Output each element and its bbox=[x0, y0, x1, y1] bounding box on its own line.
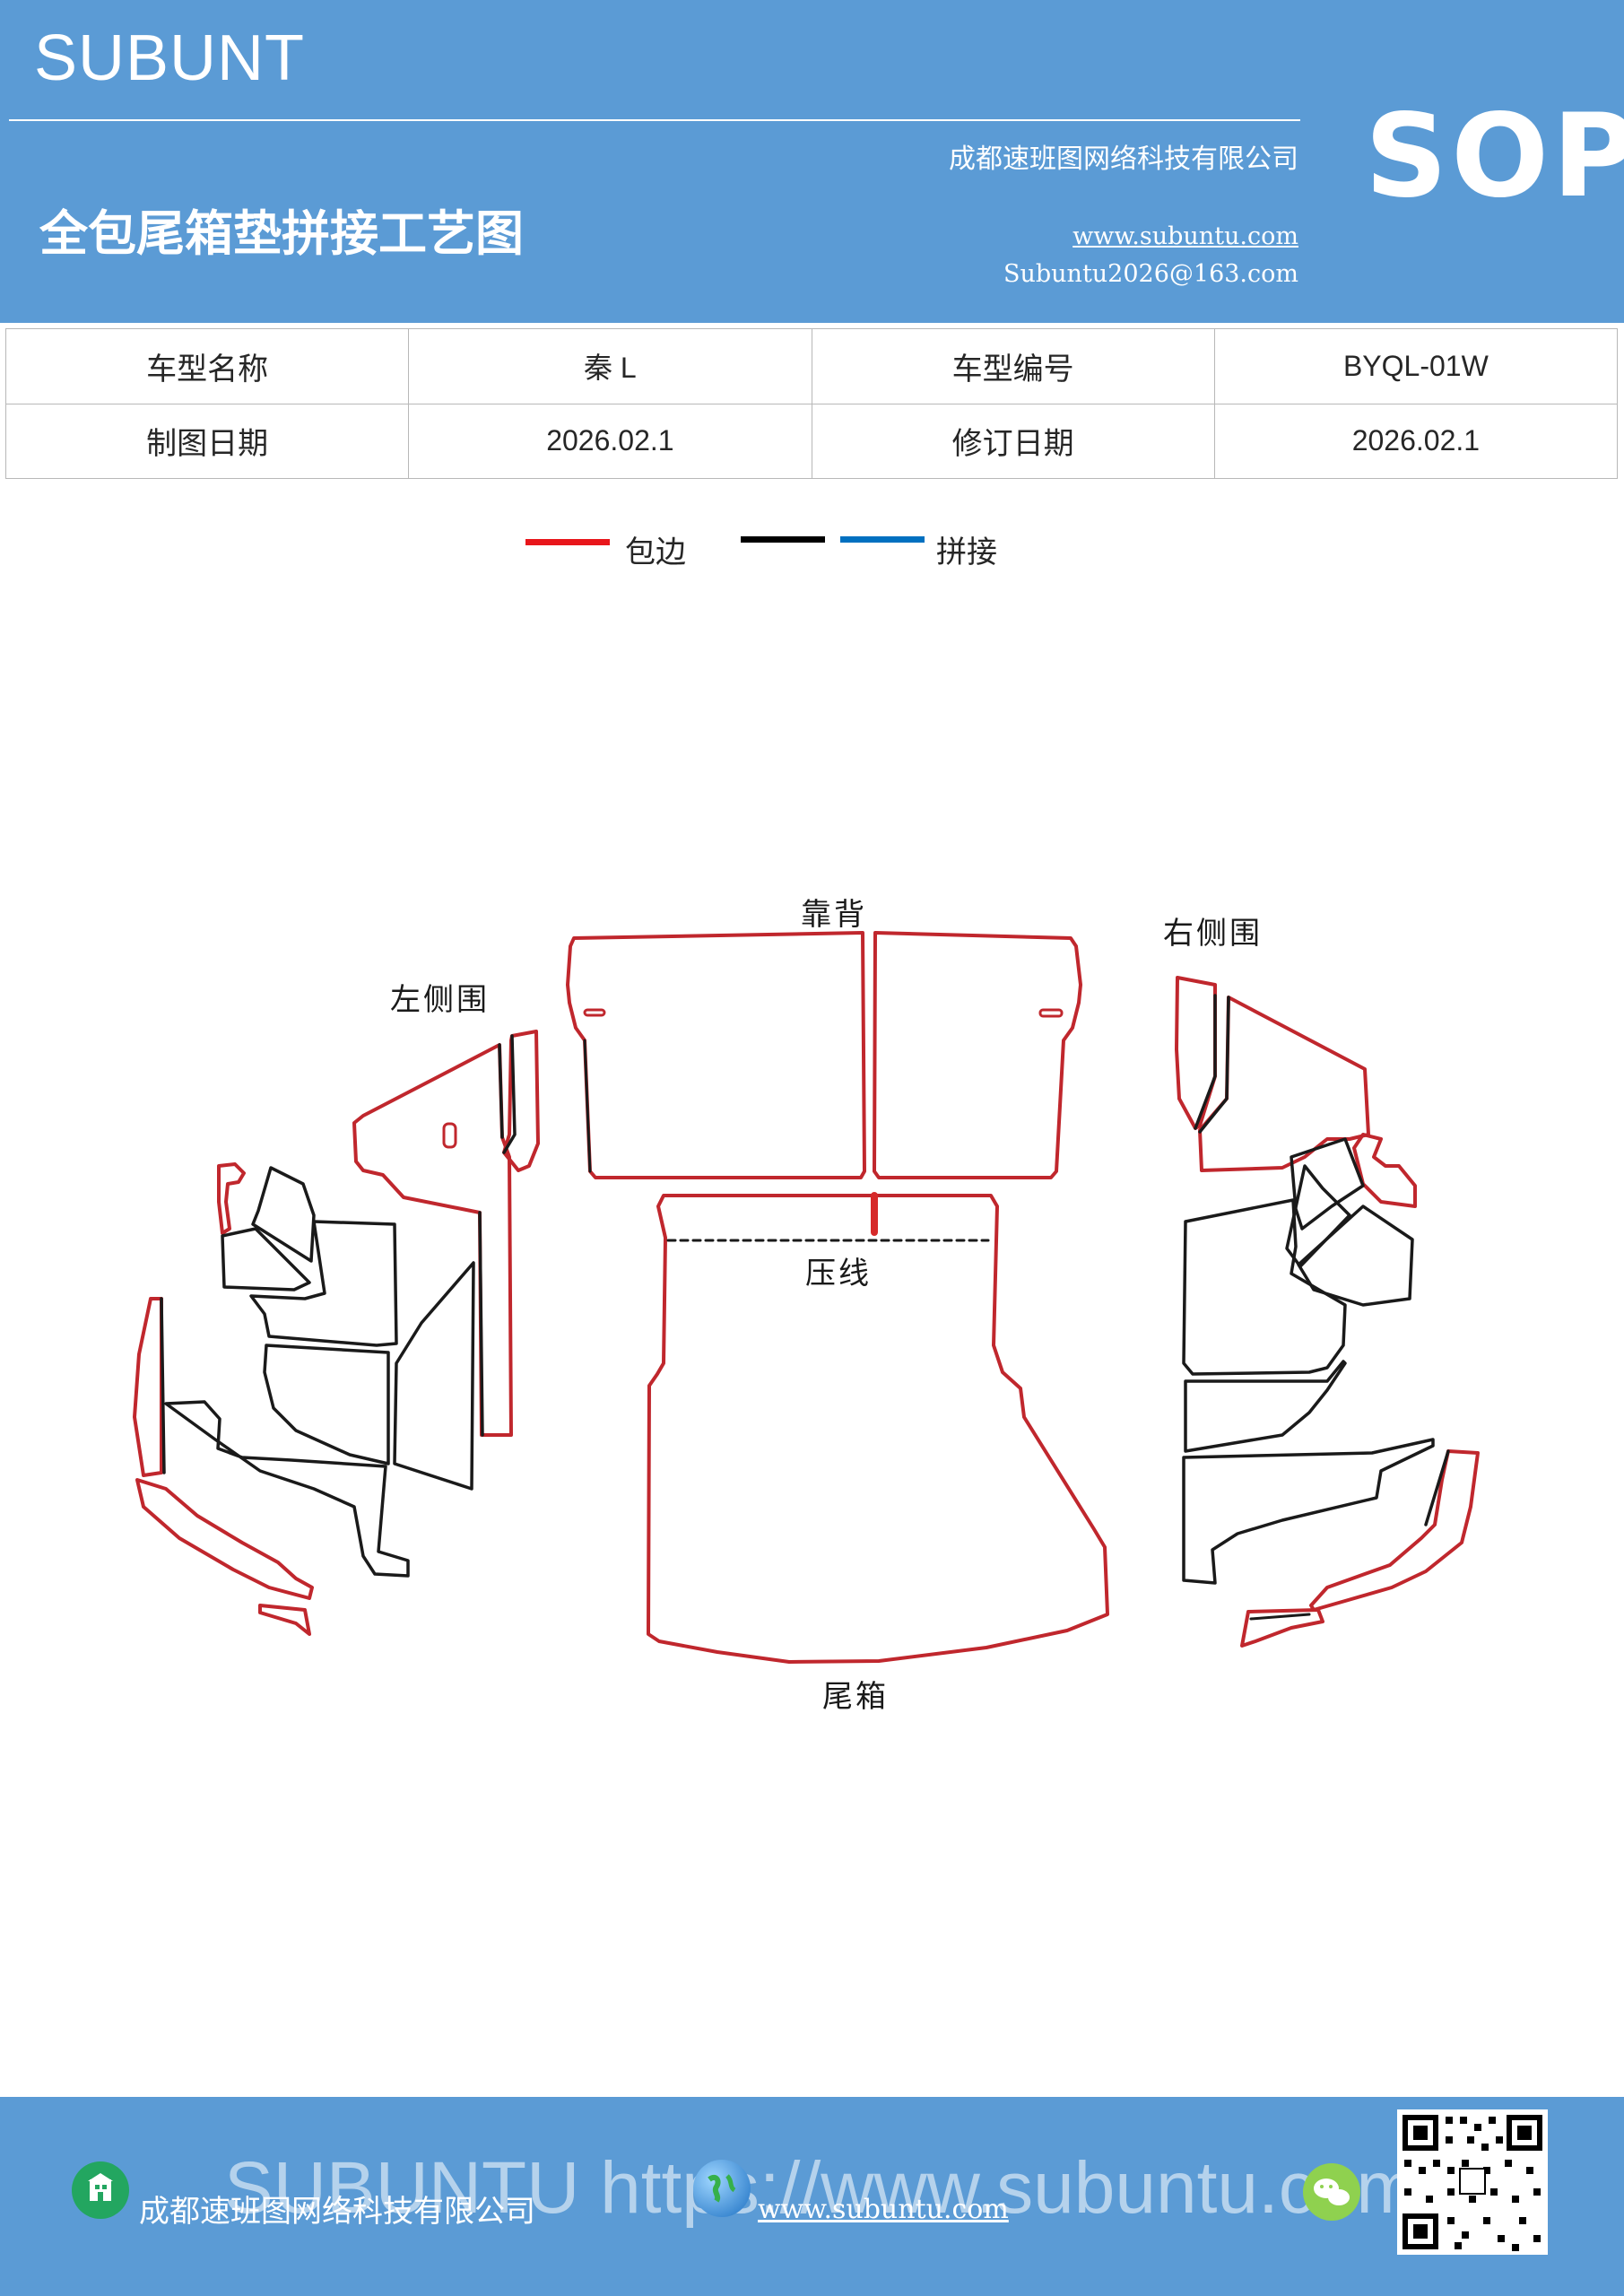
label-left-side: 左侧围 bbox=[390, 982, 490, 1018]
header-banner: SUBUNT 全包尾箱垫拼接工艺图 成都速班图网络科技有限公司 www.subu… bbox=[0, 0, 1624, 323]
left-outer-strip bbox=[133, 1297, 163, 1477]
left-mid-panel bbox=[249, 1220, 398, 1347]
label-model-code: 车型编号 bbox=[811, 328, 1215, 404]
right-bottom-tab bbox=[1240, 1608, 1324, 1648]
footer-website[interactable]: www.subuntu.com bbox=[758, 2194, 1009, 2225]
left-bottom-tab bbox=[258, 1604, 311, 1636]
header-divider bbox=[9, 119, 1300, 121]
trunk-floor-panel bbox=[647, 1194, 1109, 1664]
value-draw-date: 2026.02.1 bbox=[408, 403, 812, 479]
right-bottom-tab-seam bbox=[1249, 1613, 1311, 1621]
backrest-right-slot bbox=[1038, 1008, 1064, 1018]
trunk-mat-diagram bbox=[133, 931, 1480, 1664]
legend-label-seam: 拼接 bbox=[936, 535, 997, 570]
left-upper-slot bbox=[442, 1122, 457, 1149]
left-tab-a bbox=[217, 1162, 246, 1235]
left-strip bbox=[502, 1030, 540, 1172]
label-press-line: 压线 bbox=[805, 1256, 872, 1292]
backrest-left-panel bbox=[566, 931, 866, 1179]
email-address: Subuntu2026@163.com bbox=[1003, 260, 1298, 288]
left-tri-b bbox=[221, 1227, 311, 1292]
right-tab bbox=[1352, 1133, 1417, 1208]
label-trunk: 尾箱 bbox=[822, 1679, 889, 1715]
label-draw-date: 制图日期 bbox=[4, 403, 410, 479]
legend-swatch-seam-blue bbox=[840, 536, 925, 543]
label-right-side: 右侧围 bbox=[1163, 916, 1263, 952]
document-title: 全包尾箱垫拼接工艺图 bbox=[39, 205, 524, 262]
right-outer-seam bbox=[1424, 1449, 1450, 1526]
right-tri-c bbox=[1297, 1205, 1414, 1307]
backrest-left-panel-seam bbox=[583, 1039, 592, 1173]
left-strip-seam bbox=[502, 1034, 517, 1154]
table-row: 制图日期 2026.02.1 修订日期 2026.02.1 bbox=[4, 403, 1619, 479]
footer-company: 成都速班图网络科技有限公司 bbox=[139, 2194, 535, 2230]
legend-swatch-seam-black bbox=[741, 536, 825, 543]
right-strip bbox=[1175, 976, 1217, 1130]
globe-icon bbox=[693, 2160, 751, 2217]
left-bottom-edge bbox=[135, 1478, 314, 1600]
left-outer-strip-seam bbox=[160, 1297, 166, 1474]
label-backrest: 靠背 bbox=[801, 897, 867, 933]
left-bottom-panel bbox=[164, 1400, 410, 1578]
backrest-right-panel bbox=[873, 931, 1082, 1179]
vehicle-info-table: 车型名称 秦 L 车型编号 BYQL-01W 制图日期 2026.02.1 修订… bbox=[4, 328, 1619, 479]
right-upper-seam bbox=[1198, 996, 1230, 1134]
sop-badge: SOP bbox=[1365, 90, 1624, 223]
right-lower-panel bbox=[1184, 1360, 1347, 1453]
right-mid-panel bbox=[1182, 1198, 1347, 1376]
label-model-name: 车型名称 bbox=[4, 328, 410, 404]
footer-watermark: SUBUNTU https://www.subuntu.com bbox=[224, 2147, 1418, 2229]
left-upper-panel bbox=[352, 1043, 513, 1437]
value-model-code: BYQL-01W bbox=[1213, 328, 1619, 404]
right-upper-panel bbox=[1198, 996, 1370, 1172]
left-upper-seam bbox=[478, 1043, 504, 1437]
backrest-left-slot bbox=[583, 1008, 606, 1017]
wechat-icon bbox=[1303, 2163, 1360, 2221]
legend-label-binding: 包边 bbox=[625, 535, 686, 570]
right-strip-seam bbox=[1194, 994, 1217, 1130]
left-tri-a bbox=[251, 1166, 316, 1263]
label-revise-date: 修订日期 bbox=[811, 403, 1215, 479]
right-outer-strip bbox=[1309, 1449, 1480, 1612]
value-revise-date: 2026.02.1 bbox=[1213, 403, 1619, 479]
building-icon bbox=[72, 2161, 129, 2219]
table-row: 车型名称 秦 L 车型编号 BYQL-01W bbox=[4, 328, 1619, 404]
brand-name: SUBUNT bbox=[34, 22, 306, 94]
qr-code bbox=[1397, 2109, 1548, 2255]
right-bottom-panel bbox=[1182, 1438, 1435, 1585]
left-diagonal-panel bbox=[393, 1261, 475, 1491]
left-lower-panel bbox=[263, 1344, 390, 1465]
website-link[interactable]: www.subuntu.com bbox=[1073, 222, 1298, 250]
company-name: 成都速班图网络科技有限公司 bbox=[949, 144, 1298, 175]
value-model-name: 秦 L bbox=[408, 328, 812, 404]
legend-swatch-binding bbox=[525, 539, 610, 545]
